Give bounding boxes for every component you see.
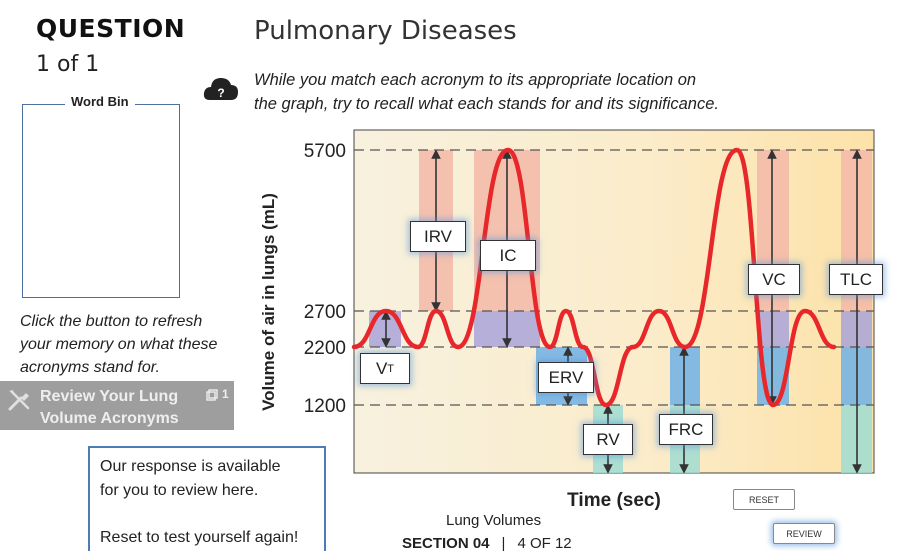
response-line3: Reset to test yourself again!: [100, 529, 299, 546]
footer-section: SECTION 04 | 4 OF 12: [402, 535, 572, 551]
review-button-line1: Review Your Lung: [40, 388, 179, 405]
acronym-label-vc[interactable]: VC: [748, 264, 800, 295]
footer-separator: |: [501, 535, 506, 551]
tools-icon: [8, 390, 30, 411]
instructions-line1: While you match each acronym to its appr…: [254, 71, 697, 89]
instructions-line2: the graph, try to recall what each stand…: [254, 95, 719, 113]
y-tick-label: 2700: [304, 302, 346, 323]
footer-topic: Lung Volumes: [446, 512, 542, 529]
instructions: While you match each acronym to its appr…: [254, 68, 719, 116]
acronym-label-irv[interactable]: IRV: [410, 221, 466, 252]
word-bin[interactable]: Word Bin: [22, 94, 180, 298]
acronym-label-frc[interactable]: FRC: [659, 414, 713, 445]
reset-button[interactable]: RESET: [733, 489, 795, 510]
cloud-question-icon[interactable]: ?: [202, 74, 240, 102]
acronym-label-erv[interactable]: ERV: [538, 362, 594, 393]
page-title: Pulmonary Diseases: [254, 16, 517, 46]
y-tick-label: 1200: [304, 396, 346, 417]
review-button-count: 1: [222, 387, 229, 401]
footer-section-label: SECTION 04: [402, 535, 490, 551]
y-axis-label: Volume of air in lungs (mL): [259, 193, 278, 411]
acronym-label-rv[interactable]: RV: [583, 424, 633, 455]
y-tick-label: 2200: [304, 338, 346, 359]
acronym-label-tlc[interactable]: TLC: [829, 264, 883, 295]
review-acronyms-button[interactable]: Review Your Lung Volume Acronyms 1: [0, 381, 234, 430]
response-line1: Our response is available: [100, 458, 281, 475]
acronym-label-ic[interactable]: IC: [480, 240, 536, 271]
volume-band: [670, 347, 700, 405]
footer-page: 4 OF 12: [517, 535, 572, 551]
review-button-line2: Volume Acronyms: [40, 410, 179, 427]
review-button[interactable]: REVIEW: [773, 523, 835, 544]
question-title: QUESTION: [36, 14, 186, 43]
window-icon: [206, 389, 218, 401]
response-box: Our response is available for you to rev…: [88, 446, 326, 551]
y-tick-label: 5700: [304, 141, 346, 162]
word-bin-label: Word Bin: [65, 94, 135, 109]
help-glyph: ?: [217, 86, 224, 100]
x-axis-label: Time (sec): [567, 490, 661, 511]
response-line2: for you to review here.: [100, 482, 259, 499]
question-count: 1 of 1: [36, 52, 100, 77]
hint-text: Click the button to refresh your memory …: [20, 313, 218, 376]
